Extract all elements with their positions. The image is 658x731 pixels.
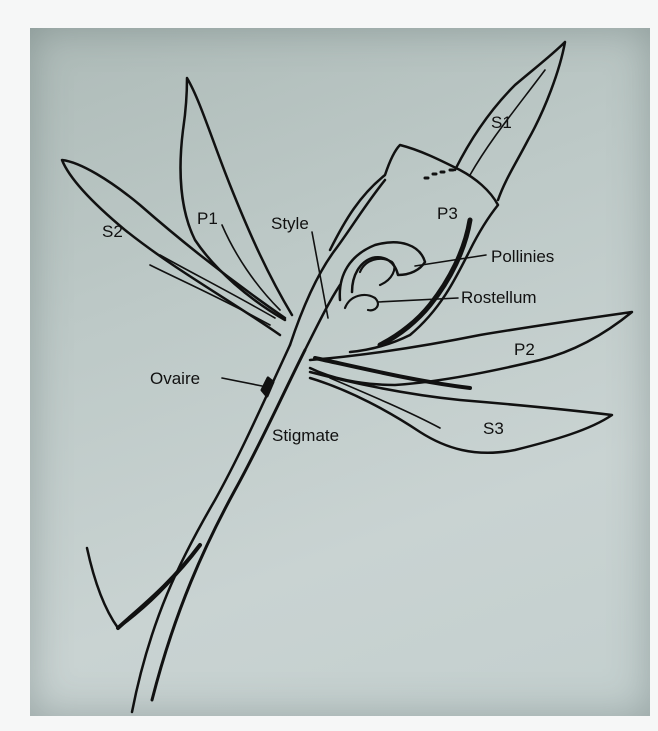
petal-p2-outline [310,312,632,385]
ovary-mark [262,378,273,396]
label-style: Style [271,214,309,233]
label-s2: S2 [102,222,123,241]
petal-p3-ridge [380,220,470,345]
label-rostellum: Rostellum [461,288,537,307]
label-p2: P2 [514,340,535,359]
stem-outline-right [152,350,305,700]
petal-p3-dots [425,170,453,178]
leader-rostellum [378,298,458,302]
leader-style [312,232,328,318]
anther-outline [340,242,425,300]
lower-bract [87,548,188,628]
label-s1: S1 [491,113,512,132]
label-p3: P3 [437,204,458,223]
column-left [290,180,385,345]
label-ovaire: Ovaire [150,369,200,388]
stem-outline [132,345,290,712]
label-p1: P1 [197,209,218,228]
label-pollinies: Pollinies [491,247,554,266]
petal-p2-ridge [315,358,470,388]
label-stigmate: Stigmate [272,426,339,445]
rostellum-outline [345,295,378,310]
label-s3: S3 [483,419,504,438]
leader-ovaire [222,378,262,386]
sepal-s3-outline [310,372,612,453]
sepal-s2-outline [62,160,285,335]
